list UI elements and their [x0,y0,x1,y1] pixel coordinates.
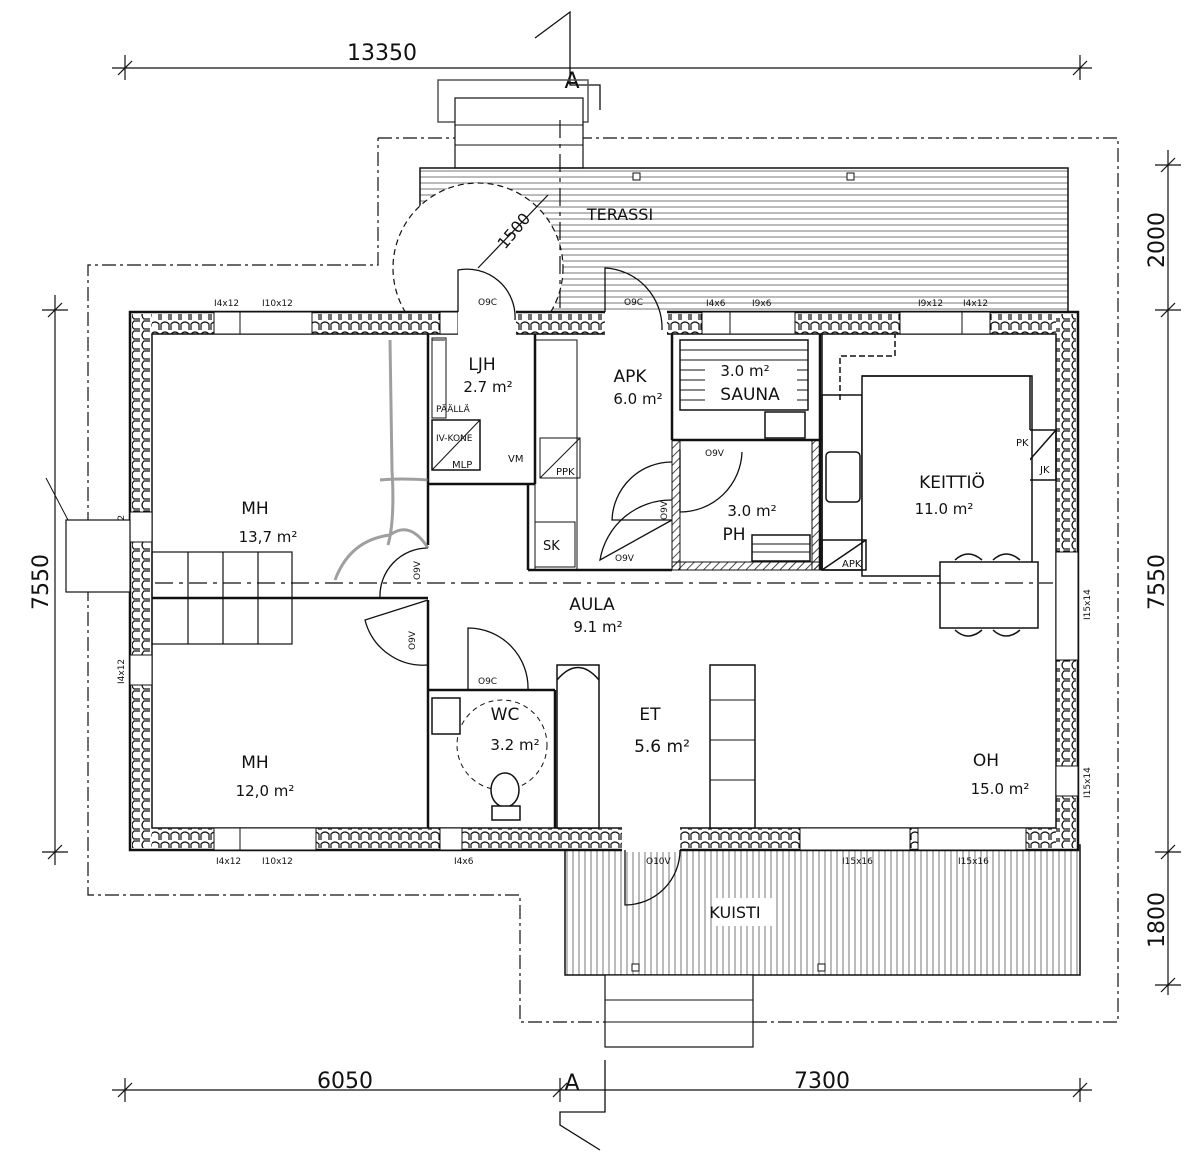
fireplace [556,664,600,829]
window-label: I15x16 [958,857,989,867]
fixture-label: SK [543,539,560,554]
room-name-oh: OH [973,751,999,771]
door-label: O9C [478,677,497,687]
window-label: I10x12 [262,299,293,309]
stair [151,551,293,645]
section-marker-bottom [559,1060,606,1151]
dining-table [939,561,1039,629]
window-label: I15x14 [1083,589,1093,620]
door-label: O10V [646,857,672,867]
door-label: O9V [408,630,418,650]
dim-bottom-right: 7300 [794,1069,850,1094]
room-area-mh1: 13,7 m² [239,528,298,546]
fixture-label: PK [1016,438,1029,449]
room-area-wc: 3.2 m² [490,736,539,754]
porch-steps [604,974,754,1048]
room-name-apk: APK [613,367,647,387]
dim-bottom-left: 6050 [317,1069,373,1094]
section-label-top: A [564,69,579,94]
room-area-ljh: 2.7 m² [463,378,512,396]
fixture-label: PÄÄLLÄ [436,404,471,415]
dim-right-height: 7550 [1145,554,1170,610]
window-label: I4x12 [963,299,988,309]
door-label: O9C [478,298,497,308]
door-label: O9V [705,449,725,459]
dim-top-width: 13350 [347,41,417,66]
door-label: O9V [615,554,635,564]
pencil-sketch [333,339,430,581]
room-name-mh2: MH [241,753,268,773]
fixture-label: JK [1039,465,1050,476]
room-name-et: ET [639,705,661,725]
terrace-label: TERASSI [586,205,653,224]
door-label: O9V [660,500,670,520]
room-area-oh: 15.0 m² [971,780,1030,798]
fixture-label: APK [842,559,862,570]
window-label: I9x6 [752,299,772,309]
wc-sink [431,697,461,735]
room-name-ph: PH [722,525,745,545]
fixture-label: MLP [452,460,472,471]
room-name-keittio: KEITTIÖ [919,471,985,493]
porch-label: KUISTI [709,903,760,922]
fixture-label: IV-KONE [436,434,473,444]
room-name-ljh: LJH [468,355,495,375]
room-name-wc: WC [491,705,520,725]
toilet [490,772,520,808]
window-label: I4x12 [214,299,239,309]
room-area-keittio: 11.0 m² [915,500,974,518]
room-area-aula: 9.1 m² [573,618,622,636]
window-label: I9x12 [918,299,943,309]
wc-turning-circle [456,699,548,791]
room-area-sauna: 3.0 m² [720,362,769,380]
vent-box [65,519,131,593]
window-label: I10x12 [262,857,293,867]
fixture-label: PPK [556,467,575,478]
terrace-steps [454,97,584,169]
porch-deck [564,844,1081,976]
dimension-left [42,295,68,865]
door-label: O9V [413,560,423,580]
window-label: I15x16 [842,857,873,867]
room-name-aula: AULA [569,595,615,615]
window-label: I4x12 [117,659,127,684]
window-label: I4x6 [706,299,726,309]
window-label: I15x14 [1083,767,1093,798]
roof-outline [87,137,1119,1023]
dim-right-bottom: 1800 [1145,892,1170,948]
fixture-label: VM [508,454,523,465]
window-label: I4x12 [216,857,241,867]
shelving [709,664,756,829]
room-area-et: 5.6 m² [634,737,690,757]
room-name-sauna: SAUNA [720,385,780,405]
door-swings [364,267,743,906]
dimension-right [1155,150,1181,995]
section-label-bottom: A [564,1071,579,1096]
door-label: O9C [624,298,643,308]
room-area-ph: 3.0 m² [727,502,776,520]
room-name-mh1: MH [241,499,268,519]
dim-right-top: 2000 [1145,212,1170,268]
room-area-mh2: 12,0 m² [236,782,295,800]
dimension-top [112,55,1092,80]
room-area-apk: 6.0 m² [613,390,662,408]
dimension-bottom [112,1078,1092,1102]
section-marker-top [534,10,601,110]
window-label: I4x6 [454,857,474,867]
dim-left-height: 7550 [29,554,54,610]
